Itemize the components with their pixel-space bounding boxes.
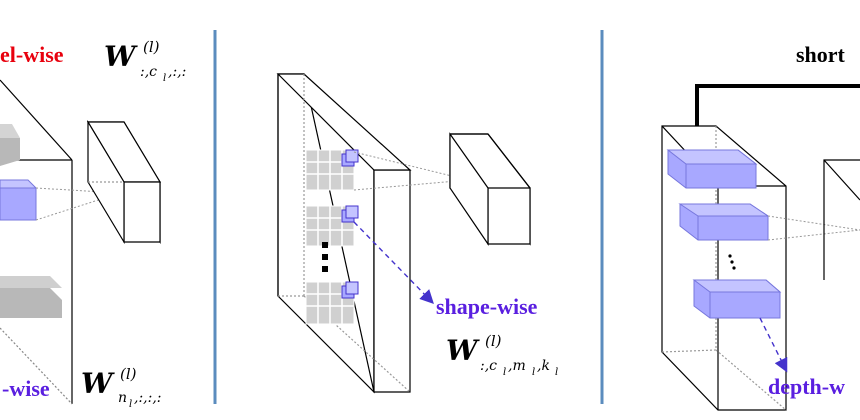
svg-text::,c: :,c <box>140 64 157 80</box>
panel-shape-wise: shape-wise W (l) :,c l ,m l ,k l <box>276 73 558 394</box>
depth-slab-1 <box>666 149 758 189</box>
svg-text:,m: ,m <box>508 358 526 374</box>
depth-slab-3 <box>692 279 782 319</box>
left-gray-blocks <box>0 124 62 318</box>
filter-wise-formula: W (l) n l ,:,:,: <box>81 365 162 410</box>
left-highlight-block <box>0 179 38 221</box>
middle-output-tensor <box>449 132 531 246</box>
kernel-cube-3 <box>305 281 359 325</box>
svg-text:W: W <box>104 40 138 73</box>
svg-text:n: n <box>118 390 127 406</box>
svg-text:l: l <box>129 399 132 410</box>
kernel-cube-1 <box>305 149 359 191</box>
depth-wise-arrow <box>759 317 788 373</box>
svg-text:(l): (l) <box>143 38 160 56</box>
svg-text:W: W <box>446 334 480 367</box>
right-projection-lines <box>767 215 860 241</box>
svg-text:,:,:,:: ,:,:,: <box>134 390 162 406</box>
svg-text:,k: ,k <box>537 358 550 374</box>
right-output-tensor <box>823 159 860 280</box>
filter-wise-label: -wise <box>2 376 50 401</box>
shape-wise-label: shape-wise <box>436 294 538 319</box>
channel-wise-label: el-wise <box>0 42 64 67</box>
shape-wise-arrow <box>353 221 434 305</box>
svg-text:l: l <box>503 367 506 378</box>
depth-ellipsis-icon <box>728 254 736 270</box>
svg-text:W: W <box>81 367 115 400</box>
left-input-tensor <box>0 79 73 405</box>
middle-projection-lines <box>353 151 469 191</box>
svg-text:l: l <box>555 367 558 378</box>
svg-text:(l): (l) <box>120 365 137 383</box>
svg-text:l: l <box>163 73 166 84</box>
panel-channel-filter-wise: el-wise -wise W (l) :,c l ,:,: W (l) n l… <box>0 38 186 410</box>
shortcut-label: short <box>796 42 846 67</box>
depth-wise-label: depth-w <box>768 374 845 399</box>
svg-text:,:,:: ,:,: <box>168 64 186 80</box>
ellipsis-vertical-icon <box>322 242 328 272</box>
svg-text:(l): (l) <box>485 332 502 350</box>
svg-text:l: l <box>532 367 535 378</box>
channel-wise-formula: W (l) :,c l ,:,: <box>104 38 186 84</box>
depth-slab-2 <box>678 203 770 241</box>
svg-text::,c: :,c <box>480 358 497 374</box>
kernel-cube-2 <box>305 205 359 247</box>
panel-depth-wise: short <box>661 42 860 411</box>
shape-wise-formula: W (l) :,c l ,m l ,k l <box>446 332 558 378</box>
left-output-tensor <box>86 119 162 245</box>
shortcut-connection <box>695 84 860 126</box>
